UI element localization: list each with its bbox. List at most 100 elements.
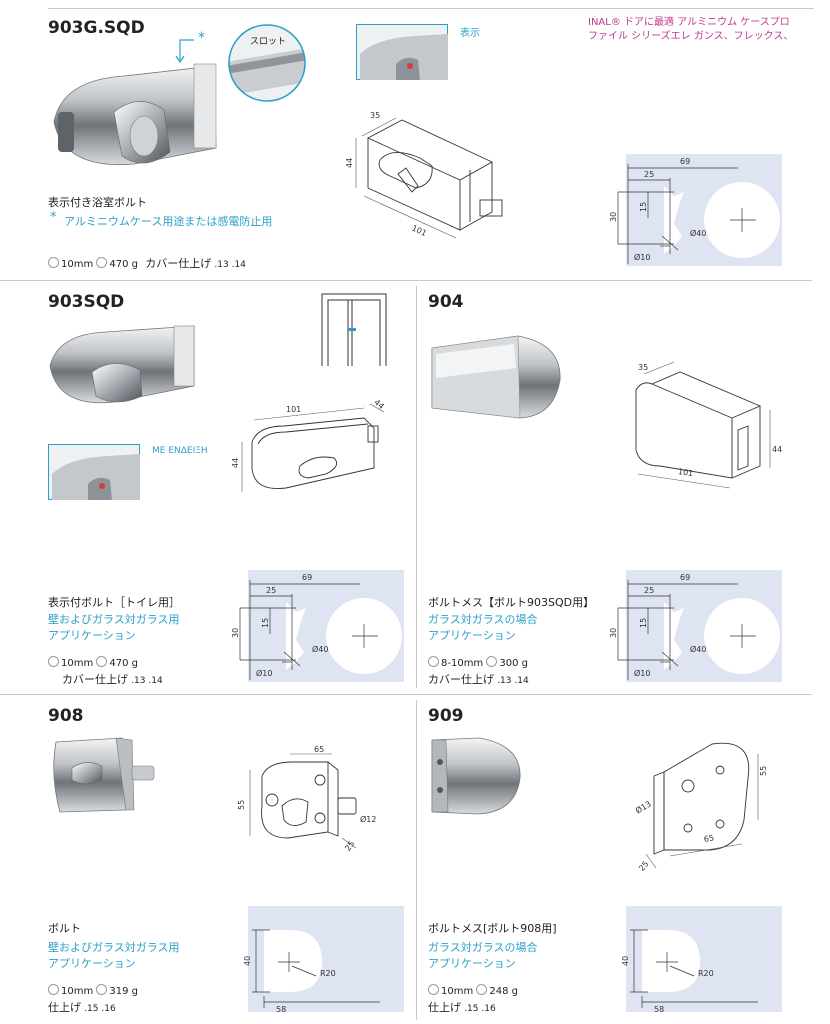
divider-row2 <box>0 694 812 695</box>
dim-12: Ø12 <box>360 814 376 824</box>
dim-55: 55 <box>759 766 768 776</box>
weight-icon <box>476 984 488 995</box>
dim-25: 25 <box>637 859 650 873</box>
slot-zoom-circle <box>228 24 306 102</box>
top-rule <box>48 8 814 9</box>
plan-dim-25: 25 <box>644 586 654 595</box>
dim-44: 44 <box>772 445 782 454</box>
profile-note: INAL® ドアに最適 アルミニウム ケースプロファイル シリーズエレ ガンス、… <box>588 17 794 42</box>
divider-col-row2 <box>416 286 417 688</box>
plan-dim-40: 40 <box>243 956 252 966</box>
spec-line-903gsqd: 10mm 470 g カバー仕上げ .13 .14 <box>48 256 246 273</box>
indicator-caption: ΜΕ ΕΝΔΕΙΞΗ <box>152 446 208 456</box>
plan-dim-58: 58 <box>654 1005 664 1014</box>
product-photo-908 <box>53 737 155 813</box>
star-note-mark: * <box>50 210 57 225</box>
plan-dim-10: Ø10 <box>634 668 650 678</box>
product-photo-904 <box>431 335 561 419</box>
dim-35: 35 <box>370 111 380 120</box>
divider-col-row3 <box>416 700 417 1020</box>
plan-dim-69: 69 <box>302 573 312 582</box>
technical-drawing-909: 55 Ø13 65 25 <box>634 742 768 873</box>
application-903sqd-line2: アプリケーション <box>48 629 136 642</box>
plan-dim-r20: R20 <box>320 969 336 978</box>
cutout-plan-drawing-903gsqd: 69 25 30 15 Ø40 Ø10 <box>609 157 780 264</box>
product-desc-903gsqd: 表示付き浴室ボルト <box>48 196 147 209</box>
dim-65: 65 <box>314 746 324 754</box>
plan-dim-25: 25 <box>644 170 654 179</box>
glass-thickness-icon <box>428 656 439 667</box>
weight-icon <box>96 257 108 268</box>
plan-dim-25: 25 <box>266 586 276 595</box>
dim-44-height: 44 <box>231 458 240 468</box>
plan-dim-40: Ø40 <box>690 644 706 654</box>
dim-101: 101 <box>677 467 693 478</box>
spec-line-904: 8-10mm 300 g <box>428 656 528 672</box>
product-code-903gsqd: 903G.SQD <box>48 18 145 38</box>
indicator-inset-903gsqd <box>356 24 448 80</box>
product-desc-908: ボルト <box>48 922 81 935</box>
slot-label: スロット <box>250 37 287 47</box>
plan-dim-69: 69 <box>680 573 690 582</box>
application-908-line1: 壁およびガラス対ガラス用 <box>48 941 180 954</box>
product-desc-904: ボルトメス【ボルト903SQD用】 <box>428 596 595 609</box>
spec-line-909: 10mm 248 g <box>428 984 518 1000</box>
finish-line-908: 仕上げ .15 .16 <box>48 1001 116 1014</box>
dim-25: 25 <box>343 839 356 853</box>
dim-44: 44 <box>345 158 354 168</box>
dim-101: 101 <box>410 223 428 238</box>
plan-dim-58: 58 <box>276 1005 286 1014</box>
dim-55: 55 <box>237 800 246 810</box>
technical-drawing-903gsqd: 35 44 101 <box>345 111 503 239</box>
plan-dim-40: Ø40 <box>690 228 706 238</box>
finish-line-904: カバー仕上げ .13 .14 <box>428 673 529 686</box>
product-photo-903gsqd <box>53 63 217 166</box>
application-904-line1: ガラス対ガラスの場合 <box>428 613 538 626</box>
glass-thickness-icon <box>428 984 439 995</box>
glass-thickness-icon <box>48 257 59 268</box>
plan-dim-15: 15 <box>639 618 648 628</box>
weight-icon <box>486 656 498 667</box>
asterisk-mark: * <box>198 30 205 46</box>
divider-row1 <box>0 280 812 281</box>
dim-35: 35 <box>638 363 648 372</box>
technical-drawing-908: 65 55 Ø12 25 <box>237 746 376 853</box>
technical-drawing-904: 35 44 101 <box>635 361 782 489</box>
plan-dim-r20: R20 <box>698 969 714 978</box>
product-desc-909: ボルトメス[ボルト908用] <box>428 922 557 935</box>
product-photo-909 <box>431 737 521 815</box>
product-desc-903sqd: 表示付ボルト［トイレ用］ <box>48 596 180 609</box>
star-note: アルミニウムケース用途または感電防止用 <box>64 215 273 228</box>
cutout-plan-drawing-909: 40 R20 58 <box>621 929 758 1014</box>
application-903sqd-line1: 壁およびガラス対ガラス用 <box>48 613 180 626</box>
weight-icon <box>96 984 108 995</box>
dim-44-depth: 44 <box>372 398 386 411</box>
product-code-904: 904 <box>428 292 464 312</box>
plan-dim-30: 30 <box>609 628 618 638</box>
application-909-line1: ガラス対ガラスの場合 <box>428 941 538 954</box>
plan-dim-69: 69 <box>680 157 690 166</box>
finish-line-903sqd: カバー仕上げ .13 .14 <box>62 673 163 686</box>
plan-dim-40: Ø40 <box>312 644 328 654</box>
dim-13: Ø13 <box>634 799 653 816</box>
product-code-903sqd: 903SQD <box>48 292 125 312</box>
plan-dim-15: 15 <box>261 618 270 628</box>
spec-line-908: 10mm 319 g <box>48 984 138 1000</box>
application-909-line2: アプリケーション <box>428 957 516 970</box>
product-code-908: 908 <box>48 706 84 726</box>
asterisk-arrow <box>175 39 194 64</box>
application-904-line2: アプリケーション <box>428 629 516 642</box>
plan-dim-30: 30 <box>609 212 618 222</box>
indicator-label: 表示 <box>460 28 480 39</box>
weight-icon <box>96 656 108 667</box>
cutout-plan-drawing-903sqd: 69 25 30 15 Ø40 Ø10 <box>231 573 402 680</box>
spec-line-903sqd: 10mm 470 g <box>48 656 138 672</box>
technical-drawing-903sqd: 101 44 44 <box>231 398 386 492</box>
plan-dim-30: 30 <box>231 628 240 638</box>
dim-101: 101 <box>286 405 301 414</box>
door-icon <box>321 293 387 366</box>
product-code-909: 909 <box>428 706 464 726</box>
cutout-plan-drawing-904: 69 25 30 15 Ø40 Ø10 <box>609 573 780 680</box>
glass-thickness-icon <box>48 984 59 995</box>
plan-dim-40: 40 <box>621 956 630 966</box>
